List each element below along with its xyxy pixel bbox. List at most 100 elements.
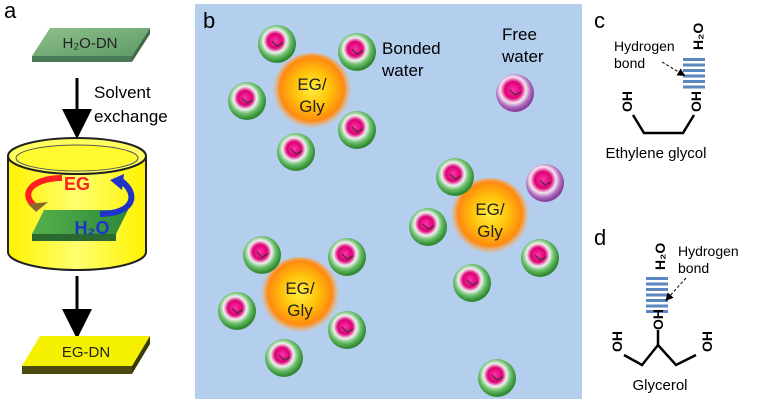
cluster-3-core: [260, 257, 340, 337]
cluster-3-label-line2: Gly: [287, 301, 313, 320]
eg-arrow-head: [28, 202, 48, 212]
water-molecule-body: [526, 164, 564, 202]
d-oh-middle: OH: [650, 309, 666, 330]
d-hbond-label-line2: bond: [678, 260, 709, 276]
water-molecule-body: [338, 111, 376, 149]
free-water-label-line2: water: [501, 47, 544, 66]
bonded-water-label-line2: water: [381, 61, 424, 80]
water-molecule-body: [218, 292, 256, 330]
ethylene-glycol-caption: Ethylene glycol: [606, 145, 707, 162]
water-molecule: [265, 339, 303, 377]
d-hbond-pointer: [665, 277, 687, 301]
water-molecule: [526, 164, 564, 202]
ethylene-glycol-bonds: [631, 114, 696, 135]
water-molecule-bonds: [231, 307, 244, 314]
water-molecule: [478, 359, 516, 397]
cluster-1-core: [272, 53, 352, 133]
cluster-1-label-line2: Gly: [299, 97, 325, 116]
water-molecule: [228, 82, 266, 120]
inner-slab-side: [32, 234, 116, 241]
panel-letter-a: a: [4, 0, 17, 23]
c-water-label: H₂O: [690, 23, 706, 50]
cluster-2-label-line1: EG/: [475, 200, 505, 219]
h2o-dn-label: H₂O-DN: [63, 35, 118, 52]
water-molecule-body: [328, 311, 366, 349]
eg-dn-slab-side: [22, 366, 132, 374]
glycerol-caption: Glycerol: [632, 377, 687, 394]
cluster-2: EG/ Gly: [450, 178, 530, 258]
c-oh-left: OH: [619, 91, 635, 112]
h2o-arrow: [99, 177, 135, 217]
hydrogen-bond-bar: [646, 277, 668, 280]
d-oh-left: OH: [609, 331, 625, 352]
panel-c: c H₂O Hydrogen bond OH OH Ethylene glyco…: [594, 8, 706, 162]
cluster-3-label-line1: EG/: [285, 279, 315, 298]
panel-letter-c: c: [594, 8, 605, 33]
hydrogen-bond-bar: [646, 288, 668, 291]
free-water-label-line1: Free: [502, 25, 537, 44]
water-molecule: [453, 264, 491, 302]
cluster-2-label-line2: Gly: [477, 222, 503, 241]
water-molecule-bonds: [351, 126, 364, 133]
water-molecule-body: [409, 208, 447, 246]
eg-label: EG: [64, 174, 90, 194]
hydrogen-bond-bar: [646, 310, 668, 313]
water-molecule-bonds: [341, 253, 354, 260]
h2o-dn-slab-edge: [132, 28, 150, 62]
water-molecule-bonds: [341, 326, 354, 333]
water-molecule-bonds: [534, 254, 547, 261]
d-oh-right: OH: [699, 331, 715, 352]
c-oh-right: OH: [688, 91, 704, 112]
cluster-3: EG/ Gly: [260, 257, 340, 337]
water-molecule-body: [228, 82, 266, 120]
eg-dn-slab: EG-DN: [22, 336, 150, 374]
hydrogen-bond-bar: [646, 304, 668, 308]
hydrogen-bond-bar: [683, 69, 705, 72]
bonded-water-label-line1: Bonded: [382, 39, 441, 58]
water-molecule-body: [436, 158, 474, 196]
c-hydrogen-bond-bars: [683, 58, 705, 89]
hydrogen-bond-bar: [683, 58, 705, 61]
hydrogen-bond-bar: [646, 282, 668, 286]
cluster-1: EG/ Gly: [272, 53, 352, 133]
water-molecules: [218, 25, 564, 397]
eg-dn-label: EG-DN: [62, 344, 110, 361]
water-molecule-bonds: [539, 179, 552, 186]
water-molecule: [218, 292, 256, 330]
hydrogen-bond-bar: [683, 85, 705, 89]
water-molecule: [328, 238, 366, 276]
water-molecule-body: [243, 236, 281, 274]
water-molecule-bonds: [466, 279, 479, 286]
water-molecule-body: [478, 359, 516, 397]
water-molecule-body: [277, 133, 315, 171]
water-molecule-bonds: [491, 374, 504, 381]
water-molecule: [338, 33, 376, 71]
hydrogen-bond-bar: [683, 80, 705, 83]
d-water-label: H₂O: [652, 243, 668, 270]
panel-letter-d: d: [594, 225, 606, 250]
water-molecule-bonds: [290, 148, 303, 155]
water-molecule-bonds: [241, 97, 254, 104]
solvent-exchange-label-line2: exchange: [94, 107, 168, 126]
cluster-2-core: [450, 178, 530, 258]
water-molecule-body: [338, 33, 376, 71]
water-molecule: [258, 25, 296, 63]
water-molecule-bonds: [422, 223, 435, 230]
hydrogen-bond-bar: [683, 63, 705, 67]
water-molecule: [496, 74, 534, 112]
c-hbond-label-line1: Hydrogen: [614, 38, 675, 54]
water-molecule: [277, 133, 315, 171]
h2o-arrow-head: [110, 174, 124, 190]
solvent-exchange-label-line1: Solvent: [94, 83, 151, 102]
panel-b: b Bonded water Free water EG/ Gly EG/ Gl…: [195, 4, 582, 399]
h2o-dn-slab-side: [32, 56, 132, 62]
panel-a: a H₂O-DN Solvent exchange EG H₂: [4, 0, 168, 374]
c-hbond-pointer: [661, 61, 686, 77]
water-molecule-bonds: [509, 89, 522, 96]
water-molecule: [436, 158, 474, 196]
eg-dn-slab-top: [22, 336, 150, 366]
water-molecule: [409, 208, 447, 246]
water-molecule: [521, 239, 559, 277]
hydrogen-bond-bar: [683, 74, 705, 78]
